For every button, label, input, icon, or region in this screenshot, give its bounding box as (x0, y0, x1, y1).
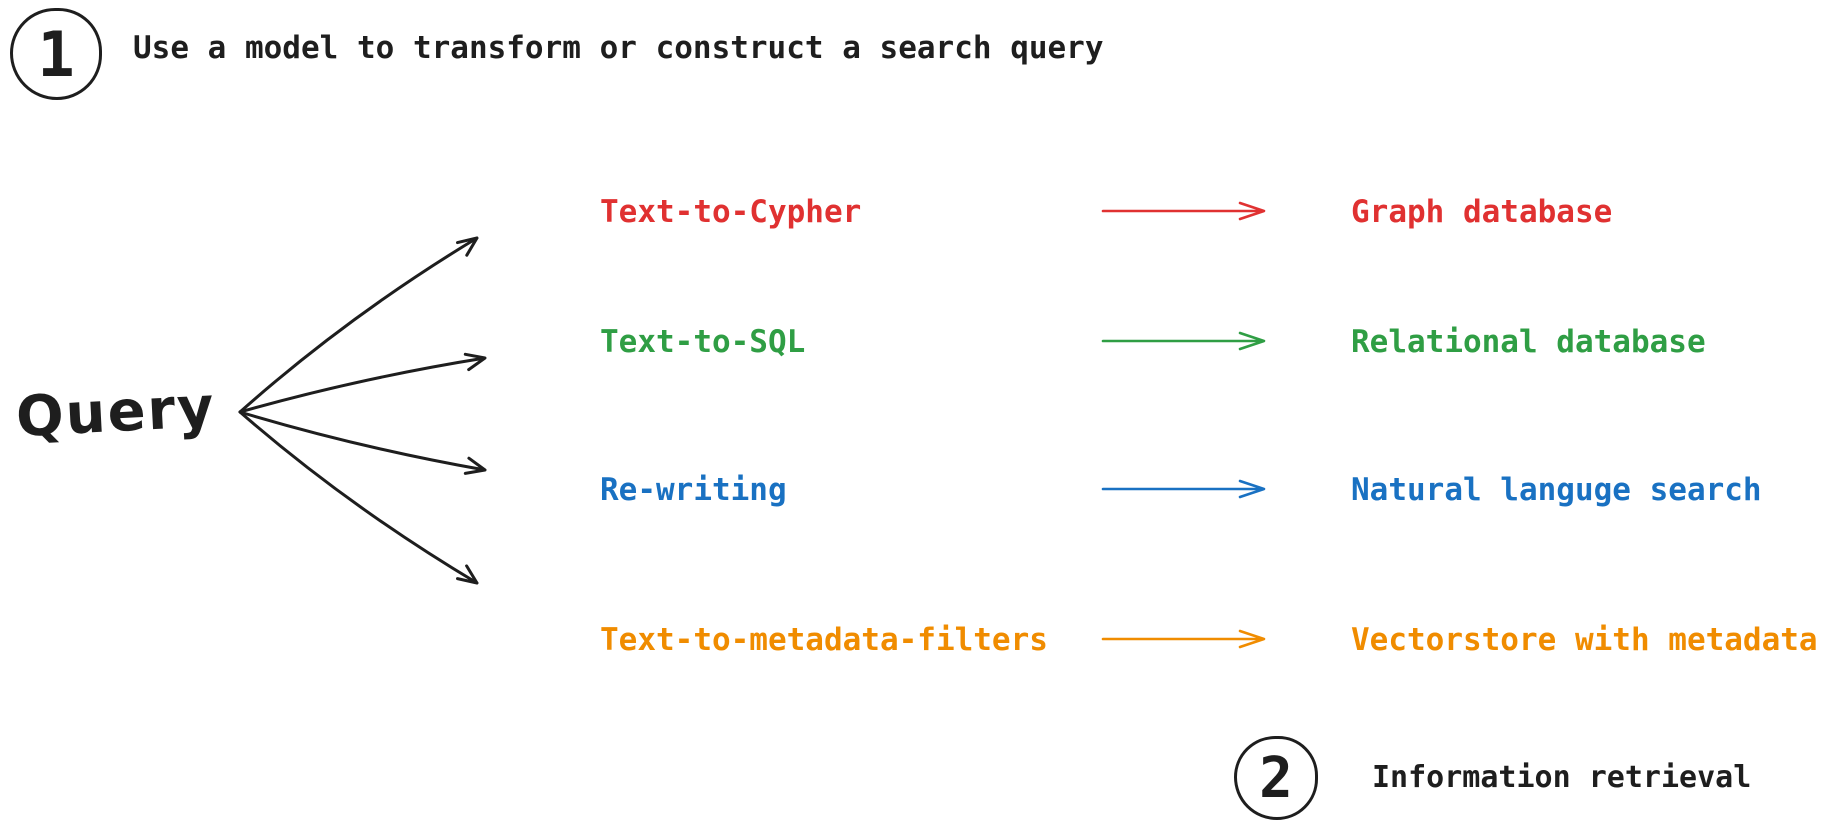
step-2-number: 2 (1259, 745, 1293, 811)
target-label: Vectorstore with metadata (1351, 622, 1818, 658)
flow-arrow-icon (1101, 479, 1266, 499)
method-label: Re-writing (600, 472, 787, 508)
fan-arrow (238, 352, 487, 414)
method-label: Text-to-metadata-filters (600, 622, 1048, 658)
step-1-label: Use a model to transform or construct a … (133, 30, 1104, 66)
fan-arrow (238, 236, 479, 414)
step-2-label: Information retrieval (1372, 760, 1752, 795)
flow-arrow-icon (1101, 629, 1266, 649)
fan-arrow (238, 410, 479, 585)
step-2-badge: 2 (1234, 736, 1318, 820)
query-label: Query (14, 374, 218, 451)
flow-arrow-icon (1101, 201, 1266, 221)
fan-arrow (238, 410, 487, 475)
target-label: Relational database (1351, 324, 1706, 360)
flow-arrow-icon (1101, 331, 1266, 351)
step-1-badge: 1 (10, 8, 102, 100)
target-label: Natural languge search (1351, 472, 1762, 508)
method-label: Text-to-Cypher (600, 194, 862, 230)
target-label: Graph database (1351, 194, 1613, 230)
method-label: Text-to-SQL (600, 324, 806, 360)
step-1-number: 1 (37, 17, 75, 91)
